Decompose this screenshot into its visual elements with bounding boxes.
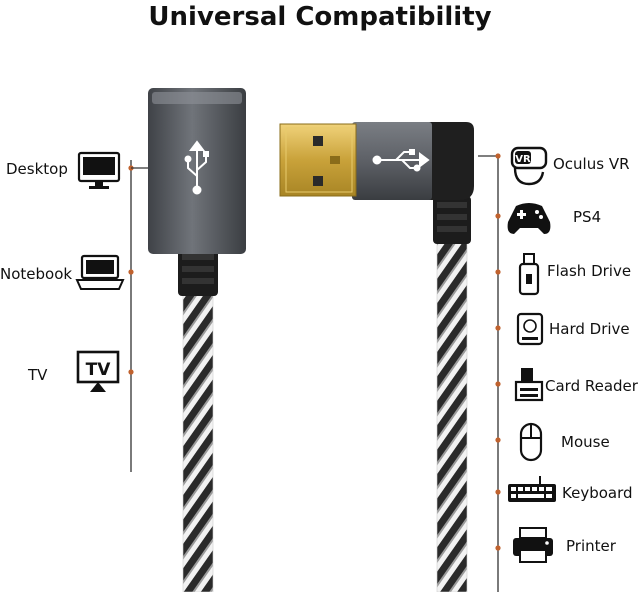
card-reader-icon [514,368,544,402]
device-label-hard-drive: Hard Drive [549,320,630,338]
keyboard-icon [508,476,556,502]
connector-dot [128,369,134,375]
mouse-icon [519,422,543,462]
connector-dot [495,153,501,159]
connector-dot [128,269,134,275]
female-usb-connector [148,88,246,592]
printer-icon [513,527,553,563]
device-label-desktop: Desktop [6,160,68,178]
connector-dot [495,381,501,387]
gamepad-icon [507,203,551,234]
connector-dot [495,269,501,275]
device-label-mouse: Mouse [561,433,610,451]
usb-logo-icon [184,140,209,195]
device-label-notebook: Notebook [0,265,73,283]
connector-dot [495,489,501,495]
connector-dot [495,325,501,331]
usb-logo-icon [372,149,430,172]
device-label-printer: Printer [566,537,616,555]
connector-dot [495,545,501,551]
flash-drive-icon [518,253,540,296]
male-usb-right-angle-connector [279,122,474,592]
device-label-flash-drive: Flash Drive [547,262,632,280]
hard-drive-icon [516,312,544,346]
svg-text:VR: VR [515,154,531,165]
page-title: Universal Compatibility [148,2,492,32]
vr-headset-icon: VR [510,146,548,186]
connector-dot [495,437,501,443]
device-label-card-reader: Card Reader [545,377,638,395]
device-label-tv: TV [28,366,48,384]
tv-icon: TV [76,350,120,392]
device-label-ps4: PS4 [573,208,602,226]
laptop-icon [75,254,125,290]
connector-dot [495,213,501,219]
device-label-keyboard: Keyboard [562,484,633,502]
desktop-monitor-icon [77,151,121,189]
svg-text:TV: TV [86,360,112,380]
device-label-oculus-vr: Oculus VR [553,155,630,173]
